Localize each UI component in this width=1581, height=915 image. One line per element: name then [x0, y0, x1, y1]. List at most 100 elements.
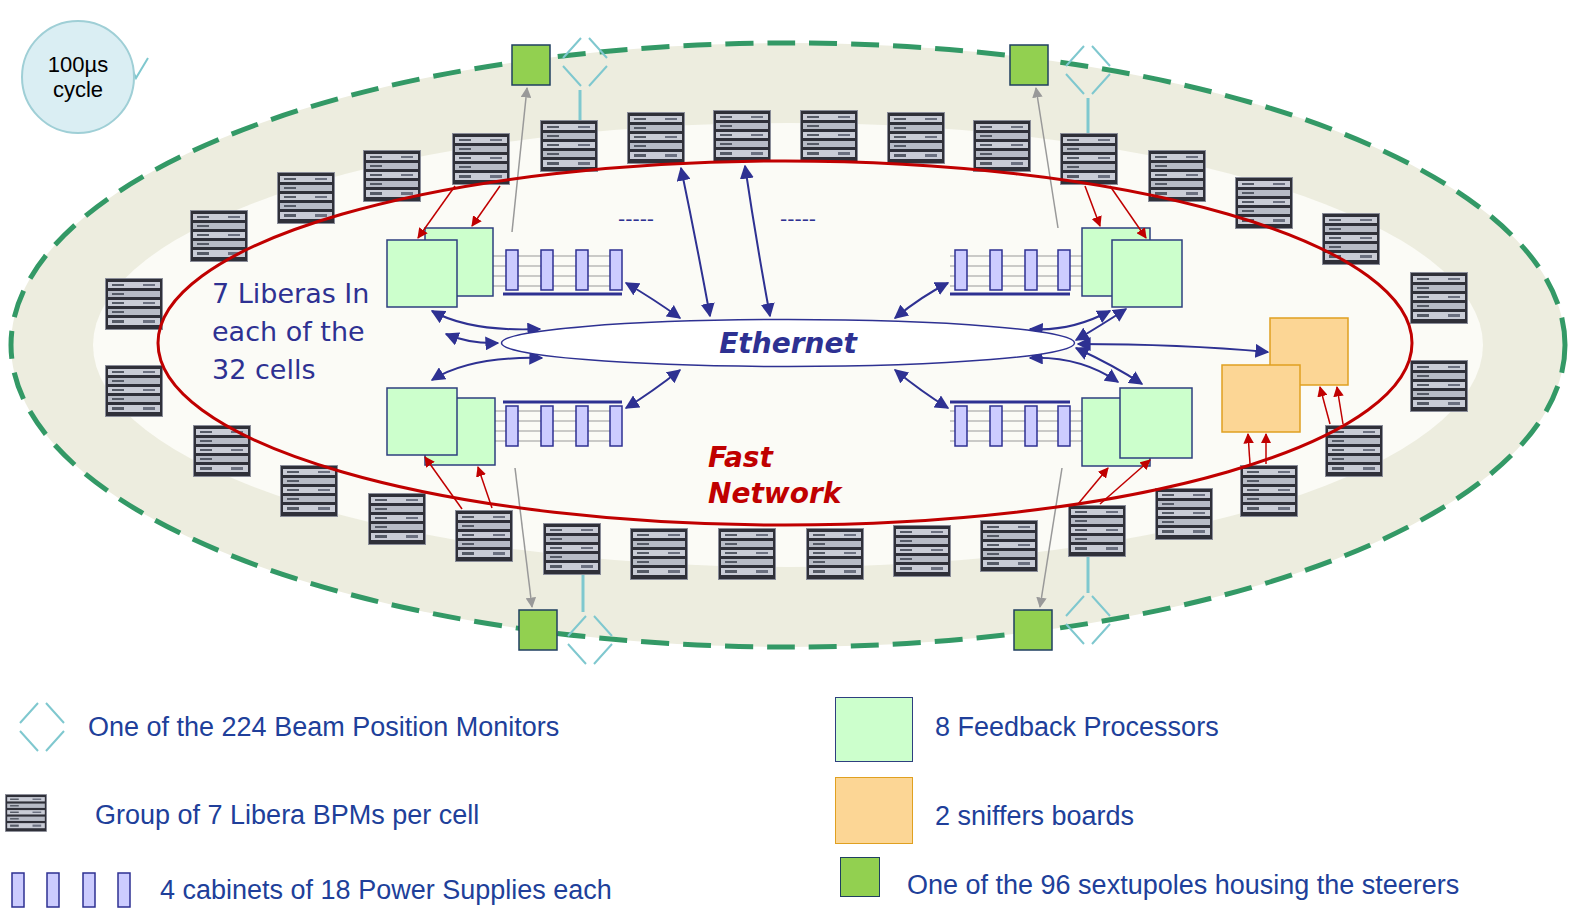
cycle-circle: 100µs cycle — [21, 20, 135, 134]
fast-link — [1248, 434, 1250, 464]
steerer-arrow — [512, 88, 527, 232]
legend-swatch — [835, 697, 913, 762]
ps-bar — [503, 293, 622, 296]
cell-note: 7 Liberas In each of the 32 cells — [212, 275, 377, 389]
libera-rack — [1326, 426, 1383, 477]
legend-cabinet — [83, 873, 95, 907]
libera-rack — [453, 134, 510, 185]
ps-cabinet — [610, 406, 622, 446]
fast-link — [425, 457, 462, 509]
libera-rack — [106, 366, 163, 417]
libera-rack — [544, 524, 601, 575]
legend-cabinet-icons — [12, 873, 130, 907]
libera-rack — [281, 466, 338, 517]
libera-rack — [106, 279, 163, 330]
steerer-arrow — [1040, 468, 1062, 607]
libera-rack — [1149, 151, 1206, 202]
legend-swatch — [835, 777, 913, 844]
legend-swatch — [840, 857, 880, 897]
ps-bar — [503, 401, 622, 404]
ethernet-link — [432, 311, 540, 329]
ethernet-link — [432, 358, 542, 380]
libera-rack — [631, 529, 688, 580]
bpm-link — [582, 575, 585, 612]
libera-rack — [1241, 466, 1298, 517]
bpm-icon — [1066, 596, 1110, 644]
libera-rack — [888, 113, 945, 164]
node-text: 100µs cycle — [33, 52, 123, 102]
ps-cabinet — [1025, 406, 1037, 446]
ellipsis-dashes: ----- — [618, 208, 654, 230]
libera-rack — [719, 529, 776, 580]
legend-text: 2 sniffers boards — [935, 800, 1134, 832]
node-outline-shape — [502, 320, 1075, 367]
bpm-icon — [563, 38, 607, 86]
feedback-processor — [1120, 388, 1192, 458]
steerer-arrow — [1036, 88, 1058, 228]
sextupole — [1014, 610, 1052, 650]
legend-cabinet — [12, 873, 24, 907]
ps-cabinet — [506, 250, 518, 290]
libera-rack — [1236, 178, 1293, 229]
ellipsis-dashes: ----- — [780, 208, 816, 230]
ethernet-link — [895, 283, 948, 318]
ps-cabinet — [955, 250, 967, 290]
legend-cabinet — [47, 873, 59, 907]
libera-rack — [974, 121, 1031, 172]
ps-cabinet — [576, 250, 588, 290]
legend-bpm-icon — [20, 703, 64, 751]
ethernet-ellipse: Ethernet — [500, 318, 1076, 368]
libera-rack — [1411, 361, 1468, 412]
libera-rack — [1069, 506, 1126, 557]
libera-rack — [801, 111, 858, 162]
ps-bar — [950, 293, 1070, 296]
sextupole — [519, 610, 557, 650]
libera-rack — [894, 526, 951, 577]
node-text: Fast Network — [708, 440, 878, 512]
legend-text: 8 Feedback Processors — [935, 711, 1219, 743]
fast-link — [1085, 186, 1100, 226]
libera-rack — [364, 151, 421, 202]
node-outline-shape — [158, 161, 1412, 525]
libera-rack — [1323, 214, 1380, 265]
ps-cabinet — [1025, 250, 1037, 290]
feedback-processor — [1112, 240, 1182, 307]
ps-cabinet — [990, 406, 1002, 446]
bpm-link — [579, 90, 582, 120]
ethernet-link — [1076, 348, 1142, 384]
ps-cabinet — [506, 406, 518, 446]
storage-ring-band — [11, 43, 1565, 647]
legend-rack-icon — [5, 795, 46, 832]
libera-rack — [981, 521, 1038, 572]
libera-rack — [369, 494, 426, 545]
ethernet-link — [681, 168, 710, 316]
ps-cabinet — [541, 406, 553, 446]
legend-text: 4 cabinets of 18 Power Supplies each — [160, 874, 612, 906]
libera-rack — [456, 511, 513, 562]
sniffer-boards — [1222, 318, 1348, 432]
libera-rack — [541, 121, 598, 172]
ps-cabinet — [576, 406, 588, 446]
ethernet-link — [446, 334, 498, 343]
ps-cabinet — [610, 250, 622, 290]
legend-text: Group of 7 Libera BPMs per cell — [95, 799, 479, 831]
bpm-link — [1087, 557, 1090, 593]
libera-rack — [714, 111, 771, 162]
bpm-link — [1087, 98, 1090, 133]
feedback-processors — [387, 228, 1192, 466]
sextupole — [512, 45, 550, 85]
fast-link — [1320, 387, 1330, 424]
ethernet-links — [432, 166, 1268, 408]
sextupole — [1010, 45, 1048, 85]
ps-cabinet — [1058, 406, 1070, 446]
ps-bar — [950, 401, 1070, 404]
libera-rack — [807, 529, 864, 580]
ethernet-link — [626, 283, 680, 318]
libera-rack — [1061, 134, 1118, 185]
libera-rack — [1411, 273, 1468, 324]
fast-link — [1337, 387, 1343, 424]
ethernet-link — [745, 166, 770, 316]
power-supply-groups — [457, 250, 1084, 446]
